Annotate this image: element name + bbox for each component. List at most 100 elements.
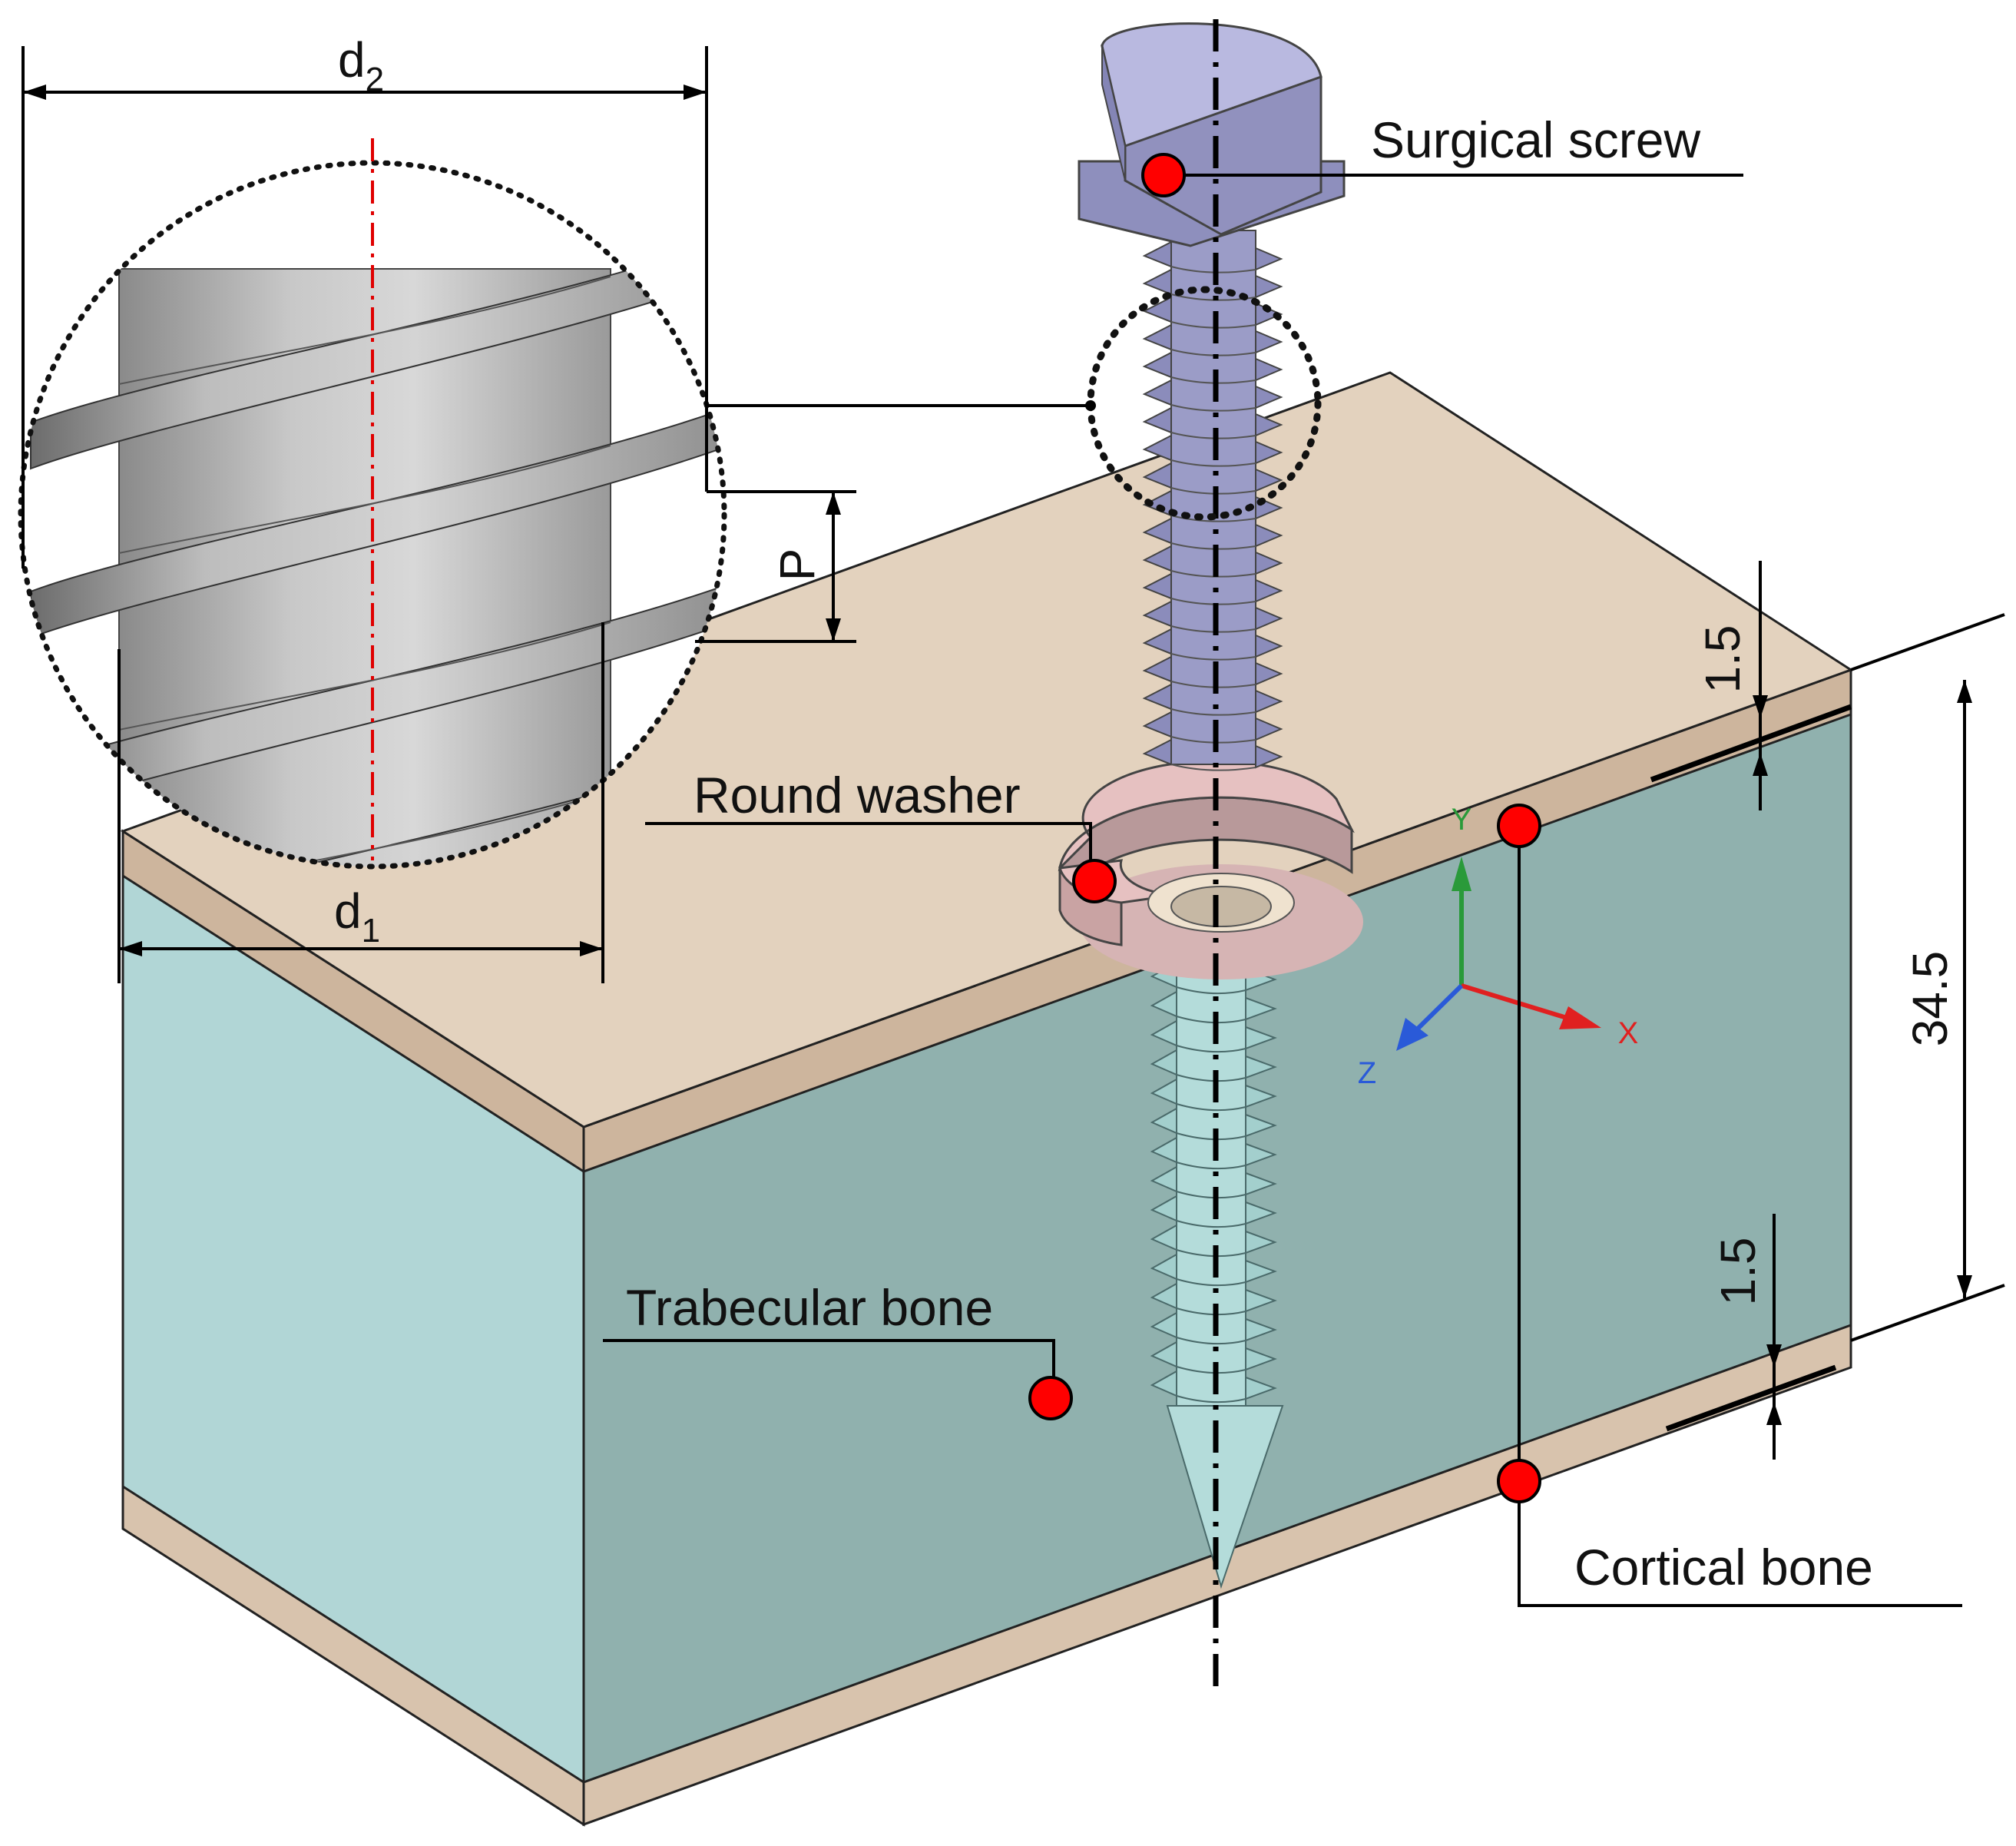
screw-thread-edge	[1170, 432, 1256, 439]
bone-screw-thread-edge	[1176, 1103, 1246, 1112]
bone-screw-thread-tooth	[1245, 1113, 1277, 1138]
screw-thread-tooth	[1255, 385, 1283, 409]
bone-screw-thread-tooth	[1245, 1201, 1277, 1225]
dimensions	[22, 46, 2005, 1460]
screw-thread-tooth	[1142, 572, 1172, 600]
magnified-thread-edge	[118, 276, 611, 385]
bone-screw-thread-tooth	[1150, 1195, 1177, 1222]
screw-thread-tooth	[1255, 247, 1283, 271]
screw-thread-tooth	[1142, 240, 1172, 268]
bone-screw-thread-edge	[1176, 1395, 1246, 1404]
bone-screw-thread-tooth	[1150, 1049, 1177, 1076]
axis-x-label: X	[1618, 1016, 1639, 1050]
screw-thread-tooth	[1255, 330, 1283, 354]
coordinate-axes: Y X Z	[1358, 803, 1639, 1090]
d1-label: d1	[334, 883, 380, 950]
bone-screw-thread-edge	[1176, 1132, 1246, 1141]
bone-screw-thread-tooth	[1245, 1026, 1277, 1050]
bone-screw-thread-tooth	[1245, 996, 1277, 1021]
screw-thread-tooth	[1142, 517, 1172, 545]
screw-thread-tooth	[1142, 406, 1172, 434]
pitch-label: P	[770, 548, 825, 582]
screw-thread-tooth	[1142, 323, 1172, 351]
screw-thread-tooth	[1142, 600, 1172, 628]
axis-z-label: Z	[1358, 1056, 1376, 1090]
bone-screw-thread-edge	[1176, 1191, 1246, 1199]
bone-screw-thread-tooth	[1150, 1370, 1177, 1397]
screw-thread-tooth	[1255, 717, 1283, 741]
screw-thread-tooth	[1255, 440, 1283, 465]
magnified-thread-flanks	[30, 237, 724, 867]
surgical-screw	[1078, 22, 1346, 771]
round-washer	[1058, 760, 1363, 979]
screw-thread-tooth	[1255, 523, 1283, 548]
bone-screw-thread-tooth	[1245, 1142, 1277, 1167]
bone-screw-thread-edge	[1176, 1162, 1246, 1170]
bone-screw-thread-tooth	[1245, 1259, 1277, 1284]
detail-connector	[705, 404, 1091, 492]
screw-thread-edge	[1170, 625, 1256, 633]
screw-thread-edge	[1170, 681, 1256, 688]
screw-thread-tooth	[1255, 606, 1283, 631]
cortical-bottom-thickness-label: 1.5	[1710, 1238, 1766, 1306]
bone-screw-thread-tooth	[1150, 1078, 1177, 1105]
surgical-screw-label: Surgical screw	[1371, 111, 1700, 168]
bone-screw-thread-edge	[1176, 1278, 1246, 1287]
screw-thread-edge	[1170, 708, 1256, 716]
screw-head-top	[1101, 22, 1322, 147]
screw-thread-tooth	[1255, 744, 1283, 769]
markers	[1028, 153, 1541, 1503]
bone-screw-thread-tooth	[1150, 990, 1177, 1018]
screw-thread-tooth	[1255, 274, 1283, 299]
bone-screw-thread-tooth	[1245, 1317, 1277, 1342]
screw-thread-tooth	[1142, 296, 1172, 323]
bone-screw-thread-edge	[1176, 1074, 1246, 1082]
screw-thread-tooth	[1255, 634, 1283, 658]
bone-screw-thread-edge	[1176, 1337, 1246, 1345]
screw-thread-edge	[1170, 542, 1256, 550]
bone-screw-thread-tooth	[1150, 1282, 1177, 1310]
bone-screw-thread-edge	[1176, 1307, 1246, 1316]
screw-thread-edge	[1170, 349, 1256, 356]
magnified-thread-edge	[118, 790, 611, 867]
screw-thread-edge	[1170, 376, 1256, 384]
magnified-thread-edge	[118, 621, 611, 731]
trabecular-bone-marker	[1028, 1376, 1073, 1420]
bone-screw-thread-tooth	[1245, 1288, 1277, 1313]
bone-screw-thread-tooth	[1150, 1136, 1177, 1164]
axis-y-label: Y	[1452, 803, 1472, 837]
screw-head-side	[1101, 45, 1126, 181]
screw-thread-edge	[1170, 404, 1256, 412]
screw-thread-tooth	[1142, 434, 1172, 462]
screw-thread-tooth	[1255, 661, 1283, 686]
cortical-bottom-marker	[1497, 1459, 1541, 1503]
bone-screw-thread-tooth	[1245, 1230, 1277, 1254]
bone-screw-thread-edge	[1176, 1045, 1246, 1053]
screw-thread-tooth	[1142, 683, 1172, 711]
magnified-thread-flank	[30, 237, 724, 470]
screw-thread-edge	[1170, 266, 1256, 273]
bone-screw-thread-edge	[1176, 986, 1246, 995]
screw-thread-edge	[1170, 321, 1256, 329]
screw-thread-tooth	[1255, 468, 1283, 492]
bone-screw-thread-tooth	[1245, 1376, 1277, 1400]
screw-thread-tooth	[1255, 551, 1283, 575]
bone-screw-thread-edge	[1176, 1220, 1246, 1228]
screw-thread-edge	[1170, 570, 1256, 578]
bone-screw-thread-tooth	[1245, 1172, 1277, 1196]
cortical-top-marker	[1497, 804, 1541, 848]
cortical-bone-label: Cortical bone	[1574, 1539, 1873, 1596]
round-washer-label: Round washer	[694, 767, 1021, 824]
bone-screw-thread-tooth	[1150, 1253, 1177, 1281]
d2-label: d2	[338, 32, 384, 98]
bone-screw-thread-tooth	[1245, 1084, 1277, 1109]
screw-thread-tooth	[1142, 738, 1172, 766]
screw-thread-edge	[1170, 459, 1256, 467]
bone-screw-thread-edge	[1176, 1249, 1246, 1258]
magnified-thread-flank	[30, 406, 724, 639]
screw-thread-tooth	[1142, 379, 1172, 406]
total-height-label: 34.5	[1902, 951, 1958, 1047]
bone-screw-thread-tooth	[1150, 1224, 1177, 1251]
screw-thread-tooth	[1255, 413, 1283, 437]
